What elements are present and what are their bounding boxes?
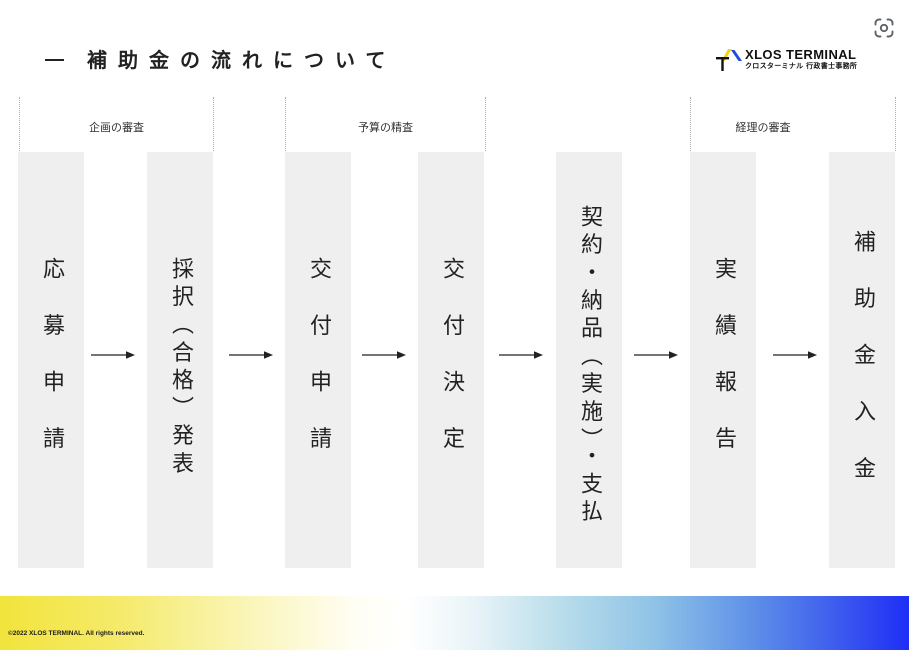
arrow-right-icon <box>362 351 406 359</box>
step-label: 交付申請 <box>306 257 331 484</box>
phase-planning-review: 企画の審査 <box>19 97 214 151</box>
step-performance-report: 実績報告 <box>690 152 756 568</box>
phase-label: 経理の審査 <box>735 120 791 134</box>
phase-budget-review: 予算の精査 <box>285 97 486 151</box>
phase-label: 企画の審査 <box>89 120 144 134</box>
phase-accounting-review: 経理の審査 <box>690 97 896 151</box>
step-selection-announcement: 採択（合格）発表 <box>147 152 213 568</box>
copyright-notice: ©2022 XLOS TERMINAL. All rights reserved… <box>8 630 145 637</box>
brand-subtitle: クロスターミナル 行政書士事務所 <box>745 62 858 70</box>
phase-label: 予算の精査 <box>358 120 413 134</box>
step-subsidy-receipt: 補助金入金 <box>829 152 895 568</box>
step-grant-decision: 交付決定 <box>418 152 484 568</box>
arrow-right-icon <box>229 351 273 359</box>
footer-gradient-bar <box>0 596 909 650</box>
visual-search-button[interactable] <box>872 16 896 40</box>
step-label: 契約・納品（実施）・支払 <box>577 205 602 528</box>
step-application: 応募申請 <box>18 152 84 568</box>
arrow-right-icon <box>499 351 543 359</box>
brand-logo-icon <box>716 49 742 71</box>
arrow-right-icon <box>634 351 678 359</box>
brand-name: XLOS TERMINAL <box>745 47 857 62</box>
arrow-right-icon <box>91 351 135 359</box>
step-label: 実績報告 <box>711 257 736 484</box>
step-label: 交付決定 <box>439 257 464 484</box>
title-dash <box>45 59 64 61</box>
step-label: 応募申請 <box>39 257 64 484</box>
step-label: 補助金入金 <box>850 230 875 513</box>
arrow-right-icon <box>773 351 817 359</box>
step-grant-application: 交付申請 <box>285 152 351 568</box>
step-contract-delivery-payment: 契約・納品（実施）・支払 <box>556 152 622 568</box>
step-label: 採択（合格）発表 <box>168 257 193 480</box>
page-title: 補助金の流れについて <box>87 48 397 72</box>
lens-icon[interactable] <box>872 16 896 40</box>
